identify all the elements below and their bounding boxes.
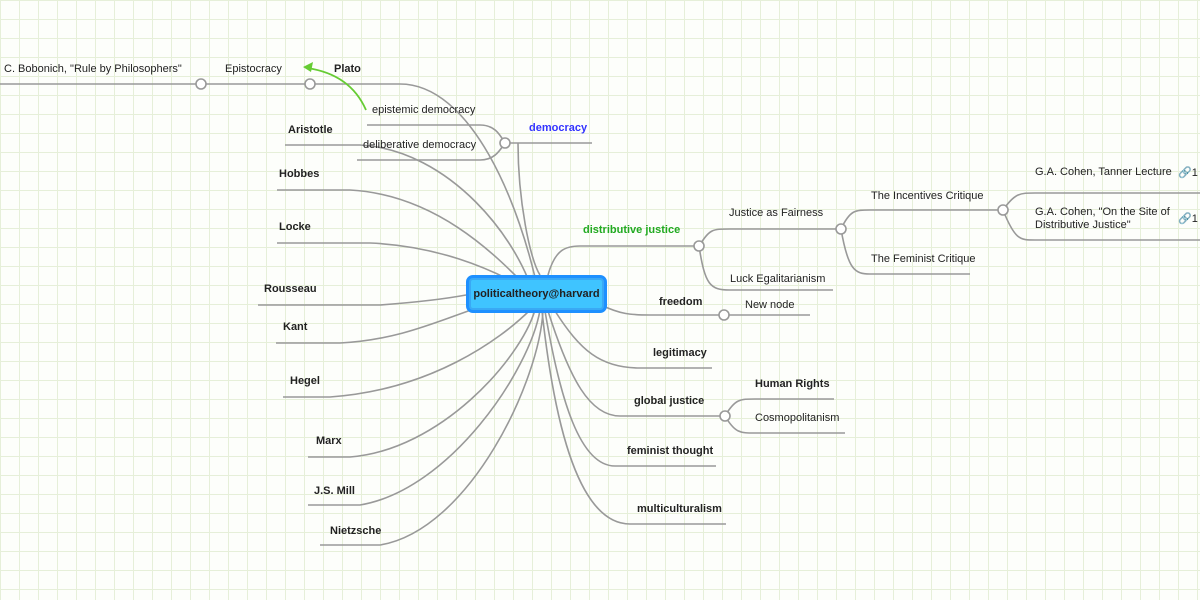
node-marx[interactable]: Marx xyxy=(316,435,342,447)
link-indicator[interactable]: 🔗1 xyxy=(1178,166,1198,179)
node-cosmopolitanism[interactable]: Cosmopolitanism xyxy=(755,412,840,424)
node-kant[interactable]: Kant xyxy=(283,321,308,333)
node-aristotle[interactable]: Aristotle xyxy=(288,124,333,136)
cohen-site-line1: G.A. Cohen, "On the Site of xyxy=(1035,206,1170,218)
link-indicator[interactable]: 🔗1 xyxy=(1178,212,1198,225)
relationship-arrow xyxy=(306,67,367,111)
node-js-mill[interactable]: J.S. Mill xyxy=(314,485,355,497)
node-distributive-justice[interactable]: distributive justice xyxy=(583,224,681,236)
root-label: politicaltheory@harvard xyxy=(473,288,600,300)
node-plato[interactable]: Plato xyxy=(334,63,361,75)
node-bobonich[interactable]: C. Bobonich, "Rule by Philosophers" xyxy=(4,63,182,75)
root-node[interactable]: politicaltheory@harvard xyxy=(466,275,607,313)
node-deliberative-democracy[interactable]: deliberative democracy xyxy=(363,139,477,151)
node-luck-egalitarianism[interactable]: Luck Egalitarianism xyxy=(730,273,826,285)
node-feminist-thought[interactable]: feminist thought xyxy=(627,445,714,457)
node-locke[interactable]: Locke xyxy=(279,221,311,233)
link-count: 1 xyxy=(1191,167,1198,179)
link-count: 1 xyxy=(1191,213,1198,225)
node-multiculturalism[interactable]: multiculturalism xyxy=(637,503,722,515)
node-epistocracy[interactable]: Epistocracy xyxy=(225,63,282,75)
collapse-toggles xyxy=(195,78,1009,422)
node-legitimacy[interactable]: legitimacy xyxy=(653,347,707,359)
node-cohen-tanner[interactable]: G.A. Cohen, Tanner Lecture xyxy=(1035,166,1172,178)
node-incentives-critique[interactable]: The Incentives Critique xyxy=(871,190,984,202)
cohen-site-line2: Distributive Justice" xyxy=(1035,219,1131,231)
node-democracy[interactable]: democracy xyxy=(529,122,588,134)
node-epistemic-democracy[interactable]: epistemic democracy xyxy=(372,104,476,116)
node-freedom[interactable]: freedom xyxy=(659,296,703,308)
node-human-rights[interactable]: Human Rights xyxy=(755,378,830,390)
link-icon: 🔗 xyxy=(1178,167,1192,179)
node-rousseau[interactable]: Rousseau xyxy=(264,283,317,295)
node-justice-as-fairness[interactable]: Justice as Fairness xyxy=(729,207,824,219)
node-feminist-critique[interactable]: The Feminist Critique xyxy=(871,253,976,265)
node-nietzsche[interactable]: Nietzsche xyxy=(330,525,382,537)
arrow-head-icon xyxy=(303,62,313,72)
node-hobbes[interactable]: Hobbes xyxy=(279,168,320,180)
node-hegel[interactable]: Hegel xyxy=(290,375,320,387)
node-new-node[interactable]: New node xyxy=(745,299,795,311)
link-icon: 🔗 xyxy=(1178,213,1192,225)
node-global-justice[interactable]: global justice xyxy=(634,395,705,407)
